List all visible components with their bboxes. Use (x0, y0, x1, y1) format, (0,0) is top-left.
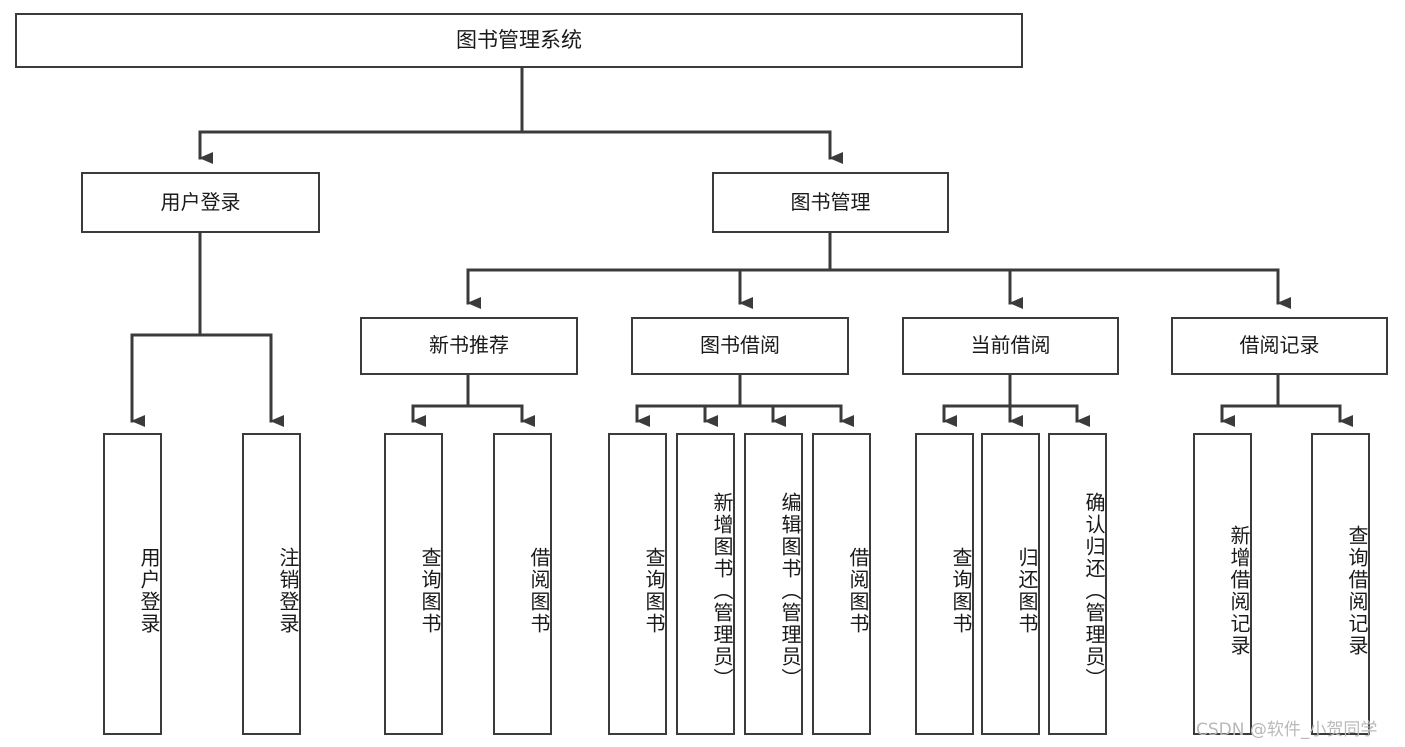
csdn-watermark: CSDN @软件_小贺同学 (1196, 720, 1378, 740)
node-label: 归还图书 (1015, 547, 1039, 635)
node-label: 新书推荐 (429, 333, 509, 358)
node-root-book-management-system[interactable]: 图书管理系统 (15, 13, 1023, 68)
leaf-borrow-borrow-book[interactable]: 借阅图书 (812, 433, 871, 735)
node-label: 用户登录 (137, 547, 161, 635)
node-label: 确认归还（管理员） (1082, 492, 1106, 690)
node-book-management[interactable]: 图书管理 (712, 172, 949, 233)
node-label: 新增借阅记录 (1227, 525, 1251, 657)
leaf-current-return-book[interactable]: 归还图书 (981, 433, 1040, 735)
node-borrow-records[interactable]: 借阅记录 (1171, 317, 1388, 375)
node-label: 图书借阅 (700, 333, 780, 358)
leaf-records-query-record[interactable]: 查询借阅记录 (1311, 433, 1370, 735)
leaf-borrow-query-book[interactable]: 查询图书 (608, 433, 667, 735)
node-label: 借阅图书 (527, 547, 551, 635)
leaf-borrow-edit-book-admin[interactable]: 编辑图书（管理员） (744, 433, 803, 735)
leaf-records-add-record[interactable]: 新增借阅记录 (1193, 433, 1252, 735)
node-label: 图书管理 (790, 189, 871, 214)
leaf-borrow-add-book-admin[interactable]: 新增图书（管理员） (676, 433, 735, 735)
node-current-borrow[interactable]: 当前借阅 (902, 317, 1119, 375)
leaf-newbook-borrow-book[interactable]: 借阅图书 (493, 433, 552, 735)
node-label: 新增图书（管理员） (710, 492, 734, 690)
node-user-login[interactable]: 用户登录 (81, 172, 320, 233)
leaf-logout-login[interactable]: 注销登录 (242, 433, 301, 735)
node-new-book-recommend[interactable]: 新书推荐 (360, 317, 578, 375)
node-label: 用户登录 (160, 189, 241, 214)
node-label: 查询图书 (642, 547, 666, 635)
leaf-current-confirm-return-admin[interactable]: 确认归还（管理员） (1048, 433, 1107, 735)
node-label: 注销登录 (276, 547, 300, 635)
node-label: 编辑图书（管理员） (778, 492, 802, 690)
node-label: 查询图书 (418, 547, 442, 635)
node-label: 借阅图书 (846, 547, 870, 635)
node-book-borrow[interactable]: 图书借阅 (631, 317, 849, 375)
node-label: 图书管理系统 (456, 28, 582, 53)
node-label: 当前借阅 (970, 333, 1051, 358)
node-label: 查询借阅记录 (1345, 525, 1369, 657)
leaf-current-query-book[interactable]: 查询图书 (915, 433, 974, 735)
node-label: 查询图书 (949, 547, 973, 635)
leaf-user-login[interactable]: 用户登录 (103, 433, 162, 735)
node-label: 借阅记录 (1239, 333, 1320, 358)
leaf-newbook-query-book[interactable]: 查询图书 (384, 433, 443, 735)
